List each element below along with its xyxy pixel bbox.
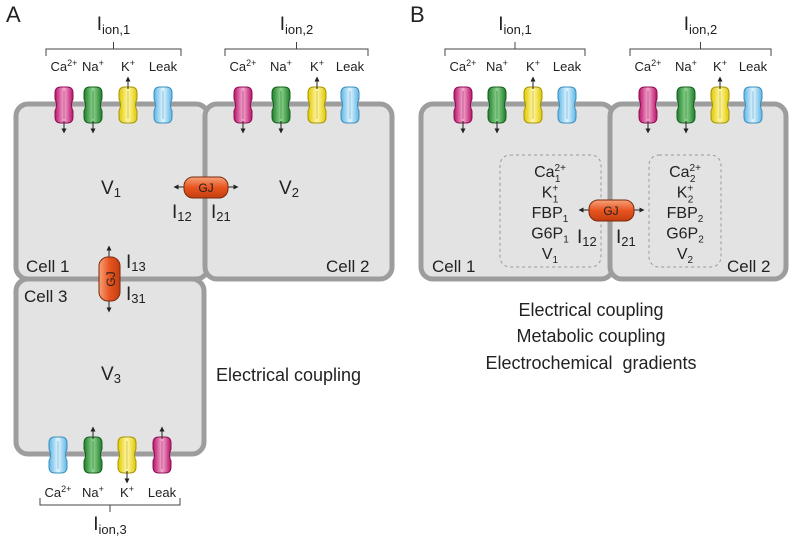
current-b-21: I21 xyxy=(616,227,636,249)
a-cell1-k-label: K+ xyxy=(121,58,135,74)
b-cell2-ca-channel xyxy=(638,86,658,134)
cell-1-label: Cell 1 xyxy=(26,257,69,276)
a-cell2-current-label: Iion,2 xyxy=(280,14,313,37)
b-cell2-na-label: Na+ xyxy=(675,58,697,74)
b-cell2-na-channel xyxy=(676,86,696,134)
cell-1-voltage: V1 xyxy=(101,178,121,200)
a-cell1-k-channel xyxy=(118,76,138,124)
b-cell2-k-channel xyxy=(710,76,730,124)
panel-b-letter: B xyxy=(410,2,425,27)
a-cell3-na-label: Na+ xyxy=(82,484,104,500)
a-cell3-leak-channel xyxy=(48,436,68,474)
metabolite-fbp: FBP2 xyxy=(667,205,704,225)
a-cell1-leak-label: Leak xyxy=(149,59,178,74)
current-12: I12 xyxy=(172,202,192,224)
panel-a-caption: Electrical coupling xyxy=(216,365,361,385)
panel-b-caption-1: Electrical coupling xyxy=(518,300,663,320)
b-cell1-k-label: K+ xyxy=(526,58,540,74)
a-cell1-leak-channel xyxy=(153,86,173,124)
b-cell1-k-channel xyxy=(523,76,543,124)
b-cell2-k-label: K+ xyxy=(713,58,727,74)
gap-junction-13: GJ xyxy=(98,245,121,313)
metabolite-k: K+2 xyxy=(677,184,694,206)
cell-b2-label: Cell 2 xyxy=(727,257,770,276)
cell-b1 xyxy=(418,101,616,282)
cell-2-voltage: V2 xyxy=(279,178,299,200)
b-cell2-current-label: Iion,2 xyxy=(684,14,717,37)
cell-3-label: Cell 3 xyxy=(24,287,67,306)
a-cell2-bracket xyxy=(224,42,369,56)
b-cell1-na-label: Na+ xyxy=(486,58,508,74)
panel-a-letter: A xyxy=(6,2,21,27)
a-cell2-leak-channel xyxy=(340,86,360,124)
b-cell1-na-channel xyxy=(487,86,507,134)
b-cell1-bracket xyxy=(444,42,586,56)
current-21: I21 xyxy=(211,202,231,224)
metabolite-ca: Ca2+1 xyxy=(534,163,566,185)
cell-3-voltage: V3 xyxy=(101,364,121,386)
b-cell1-leak-channel xyxy=(557,86,577,124)
a-cell1-channel-group: Ca2+Na+ K+ Leak Iion,1 xyxy=(45,14,182,134)
b-cell2-bracket xyxy=(629,42,772,56)
current-13: I13 xyxy=(126,252,146,274)
a-cell1-bracket xyxy=(45,42,182,56)
a-cell1-na-label: Na+ xyxy=(82,58,104,74)
metabolite-g6p: G6P2 xyxy=(666,226,704,246)
b-cell2-channel-group: Ca2+ Na+ K+ Leak Iion,2 xyxy=(629,14,772,134)
gj-12-label: GJ xyxy=(198,181,213,195)
a-cell3-bracket xyxy=(39,498,181,512)
current-b-12: I12 xyxy=(577,227,597,249)
a-cell1-na-channel xyxy=(83,86,103,134)
b-cell1-channel-group: Ca2+ Na+ K+ Leak Iion,1 xyxy=(444,14,586,134)
panel-b-caption-2: Metabolic coupling xyxy=(516,326,665,346)
metabolite-ca: Ca2+2 xyxy=(669,163,701,185)
metabolite-box-2 xyxy=(648,154,722,268)
a-cell2-na-label: Na+ xyxy=(270,58,292,74)
current-31: I31 xyxy=(126,284,146,306)
a-cell3-k-label: K+ xyxy=(120,484,134,500)
gj-13-label: GJ xyxy=(104,271,118,286)
a-cell1-ca-label: Ca2+ xyxy=(51,58,78,74)
a-cell2-k-label: K+ xyxy=(310,58,324,74)
a-cell3-ca-channel xyxy=(152,426,172,474)
metabolite-fbp: FBP1 xyxy=(532,205,569,225)
gap-junction-12: GJ xyxy=(173,176,239,199)
gj-b-label: GJ xyxy=(603,204,618,218)
a-cell3-k-channel xyxy=(117,436,137,484)
a-cell3-na-channel xyxy=(83,426,103,474)
b-cell2-leak-label: Leak xyxy=(739,59,768,74)
a-cell3-current-label: Iion,3 xyxy=(93,514,126,537)
b-cell1-ca-label: Ca2+ xyxy=(450,58,477,74)
a-cell2-channel-group: Ca2+ Na+ K+ Leak Iion,2 xyxy=(224,14,369,134)
gap-junction-b: GJ xyxy=(578,199,645,222)
a-cell2-leak-label: Leak xyxy=(336,59,365,74)
cell-b1-label: Cell 1 xyxy=(432,257,475,276)
metabolite-k: K+1 xyxy=(542,184,559,206)
panel-b-caption-3: Electrochemical gradients xyxy=(485,353,696,373)
a-cell1-ca-channel xyxy=(54,86,74,134)
b-cell1-ca-channel xyxy=(453,86,473,134)
cell-2-label: Cell 2 xyxy=(326,257,369,276)
a-cell3-ca-label: Ca2+ xyxy=(45,484,72,500)
b-cell2-leak-channel xyxy=(743,86,763,124)
a-cell3-leak-label: Leak xyxy=(148,485,177,500)
a-cell2-ca-label: Ca2+ xyxy=(230,58,257,74)
b-cell2-ca-label: Ca2+ xyxy=(635,58,662,74)
metabolite-v: V1 xyxy=(542,246,559,266)
b-cell1-leak-label: Leak xyxy=(553,59,582,74)
a-cell2-ca-channel xyxy=(233,86,253,134)
cell-b2 xyxy=(607,101,789,282)
b-cell1-current-label: Iion,1 xyxy=(498,14,531,37)
a-cell1-current-label: Iion,1 xyxy=(97,14,130,37)
metabolite-g6p: G6P1 xyxy=(531,226,569,246)
a-cell2-na-channel xyxy=(271,86,291,134)
a-cell2-k-channel xyxy=(307,76,327,124)
metabolite-v: V2 xyxy=(677,246,694,266)
